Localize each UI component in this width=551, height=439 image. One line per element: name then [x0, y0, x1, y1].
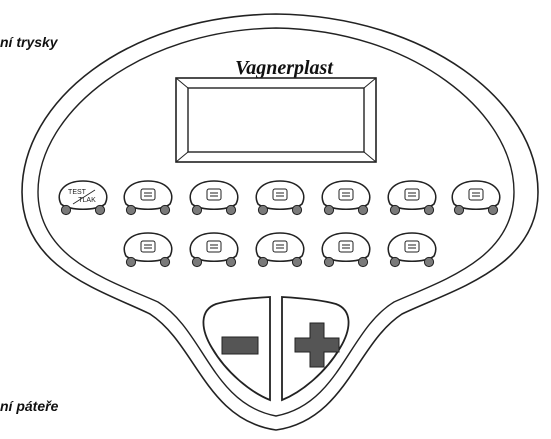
callout-label-jets: ní trysky — [0, 34, 58, 50]
shower-head-button[interactable] — [189, 180, 239, 216]
heater-button[interactable] — [387, 232, 437, 268]
lcd-display — [175, 77, 377, 163]
minus-button[interactable] — [202, 296, 271, 402]
heater-icon — [404, 240, 420, 253]
clock-led-right — [357, 256, 369, 268]
back-massage-led-left — [323, 204, 335, 216]
aroma-led-right — [423, 204, 435, 216]
handheld-shower-led-left — [125, 204, 137, 216]
clock-icon — [338, 240, 354, 253]
heater-led-right — [423, 256, 435, 268]
aroma-button[interactable] — [387, 180, 437, 216]
heater-led-left — [389, 256, 401, 268]
handheld-shower-led-right — [159, 204, 171, 216]
handheld-shower-button[interactable] — [123, 180, 173, 216]
light-led-left — [453, 204, 465, 216]
air-bubbles-led-left — [257, 204, 269, 216]
plus-button[interactable] — [281, 296, 350, 402]
test-tlak-led-right — [94, 204, 106, 216]
water-jets-icon — [140, 240, 156, 253]
back-massage-icon — [338, 188, 354, 201]
air-bubbles-button[interactable] — [255, 180, 305, 216]
air-bubbles-led-right — [291, 204, 303, 216]
test-tlak-led-left — [60, 204, 72, 216]
speaker-button[interactable] — [189, 232, 239, 268]
arrow-mode-led-right — [291, 256, 303, 268]
shower-head-led-right — [225, 204, 237, 216]
clock-button[interactable] — [321, 232, 371, 268]
callout-label-spine: ní páteře — [0, 398, 59, 414]
arrow-mode-icon — [272, 240, 288, 253]
shower-head-icon — [206, 188, 222, 201]
aroma-led-left — [389, 204, 401, 216]
water-jets-button[interactable] — [123, 232, 173, 268]
speaker-icon — [206, 240, 222, 253]
arrow-mode-button[interactable] — [255, 232, 305, 268]
speaker-led-left — [191, 256, 203, 268]
air-bubbles-icon — [272, 188, 288, 201]
back-massage-button[interactable] — [321, 180, 371, 216]
water-jets-led-right — [159, 256, 171, 268]
light-button[interactable] — [451, 180, 501, 216]
svg-text:TLAK: TLAK — [78, 197, 96, 204]
svg-text:TEST: TEST — [68, 189, 87, 196]
handheld-shower-icon — [140, 188, 156, 201]
brand-logo: Vagnerplast — [235, 57, 334, 79]
light-icon — [468, 188, 484, 201]
speaker-led-right — [225, 256, 237, 268]
aroma-icon — [404, 188, 420, 201]
arrow-mode-led-left — [257, 256, 269, 268]
clock-led-left — [323, 256, 335, 268]
back-massage-led-right — [357, 204, 369, 216]
panel-inner-outline — [37, 27, 515, 417]
water-jets-led-left — [125, 256, 137, 268]
plus-icon — [294, 322, 340, 368]
panel-outer-outline — [21, 13, 539, 431]
minus-icon — [221, 336, 259, 355]
shower-head-led-left — [191, 204, 203, 216]
light-led-right — [487, 204, 499, 216]
